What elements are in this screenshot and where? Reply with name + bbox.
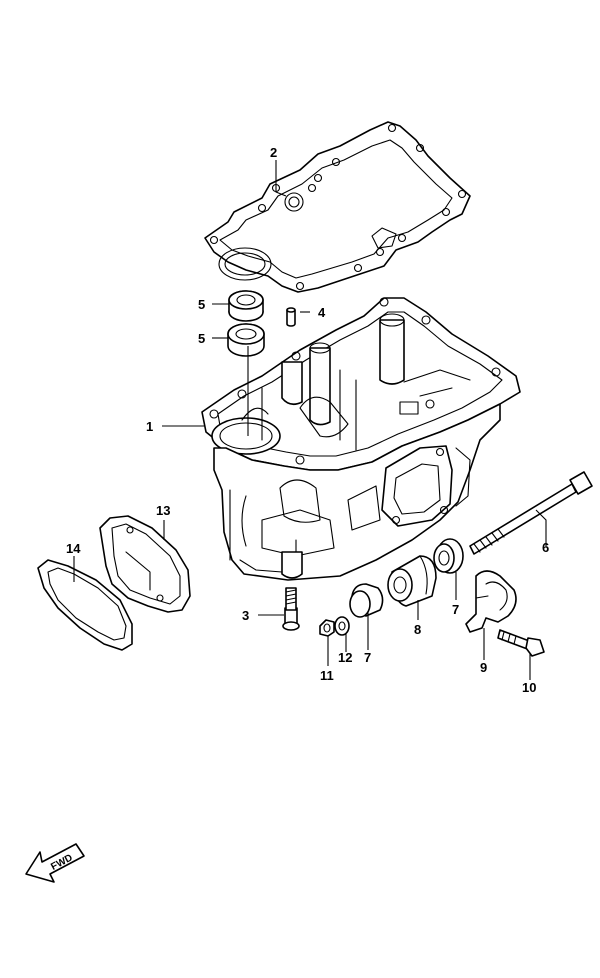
callout-8: 8	[414, 622, 421, 637]
callout-7-upper: 7	[452, 602, 459, 617]
bolt-part-10[interactable]	[497, 629, 545, 657]
callout-11: 11	[320, 668, 334, 683]
cap-part-8[interactable]	[387, 555, 437, 607]
callout-1: 1	[146, 419, 153, 434]
callout-5-lower: 5	[198, 331, 205, 346]
bracket-part-9[interactable]	[465, 570, 517, 633]
seal-part-7-upper[interactable]	[433, 538, 464, 574]
callout-3: 3	[242, 608, 249, 623]
callout-12: 12	[338, 650, 352, 665]
callout-labels: 1 2 3 4 5 5 6 7 7 8 9 10 11 12 13 14	[66, 145, 549, 695]
long-bolt-part-6[interactable]	[469, 471, 593, 555]
callout-14: 14	[66, 541, 81, 556]
callout-2: 2	[270, 145, 277, 160]
callout-4: 4	[318, 305, 326, 320]
callout-10: 10	[522, 680, 536, 695]
dowel-pin-part-4[interactable]	[286, 307, 296, 327]
cover-part-13[interactable]	[99, 515, 191, 613]
plug-part-7-lower[interactable]	[349, 583, 384, 618]
callout-7-lower: 7	[364, 650, 371, 665]
fwd-arrow-icon: FWD	[25, 843, 85, 883]
seal-part-5-upper[interactable]	[228, 290, 264, 322]
callout-9: 9	[480, 660, 487, 675]
gasket-part-2[interactable]	[204, 121, 471, 293]
seal-part-5-lower[interactable]	[227, 323, 265, 357]
callout-5-upper: 5	[198, 297, 205, 312]
washer-part-12[interactable]	[334, 616, 350, 636]
bolt-part-3[interactable]	[282, 587, 300, 631]
leader-lines	[73, 160, 547, 680]
callout-13: 13	[156, 503, 170, 518]
housing-part-1[interactable]	[201, 297, 521, 581]
callout-6: 6	[542, 540, 549, 555]
nut-part-11[interactable]	[319, 619, 335, 637]
